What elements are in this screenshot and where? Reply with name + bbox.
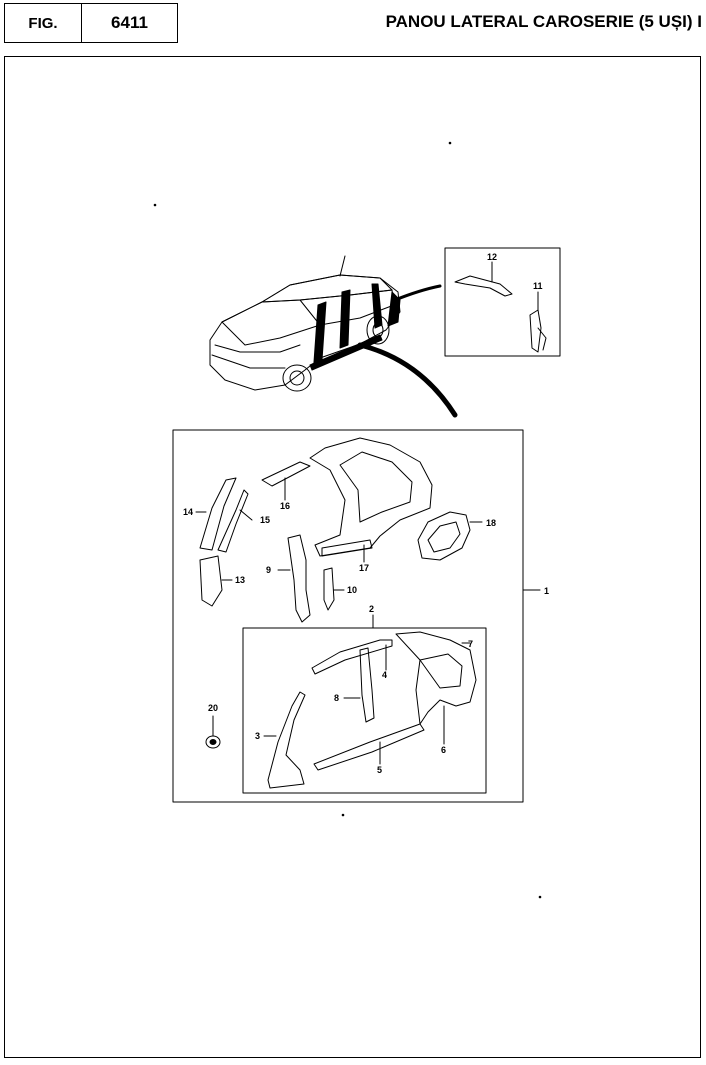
- callout-15: 15: [260, 515, 270, 525]
- sub-assembly-box: [242, 627, 487, 794]
- callout-11: 11: [533, 281, 543, 291]
- callout-4: 4: [382, 670, 387, 680]
- diagram-frame: [4, 56, 701, 1058]
- callout-9: 9: [266, 565, 271, 575]
- callout-13: 13: [235, 575, 245, 585]
- callout-14: 14: [183, 507, 193, 517]
- callout-17: 17: [359, 563, 369, 573]
- callout-16: 16: [280, 501, 290, 511]
- callout-7: 7: [468, 639, 473, 649]
- callout-3: 3: [255, 731, 260, 741]
- detail-inset-box: [444, 247, 561, 357]
- callout-20: 20: [208, 703, 218, 713]
- callout-6: 6: [441, 745, 446, 755]
- callout-8: 8: [334, 693, 339, 703]
- assembly-box: [172, 429, 524, 803]
- callout-10: 10: [347, 585, 357, 595]
- callout-1: 1: [544, 586, 549, 596]
- callout-2: 2: [369, 604, 374, 614]
- callout-5: 5: [377, 765, 382, 775]
- page-title: PANOU LATERAL CAROSERIE (5 UȘI) I: [385, 12, 702, 31]
- callout-12: 12: [487, 252, 497, 262]
- car-illustration: [209, 255, 401, 392]
- fig-number: 6411: [81, 3, 178, 43]
- callout-18: 18: [486, 518, 496, 528]
